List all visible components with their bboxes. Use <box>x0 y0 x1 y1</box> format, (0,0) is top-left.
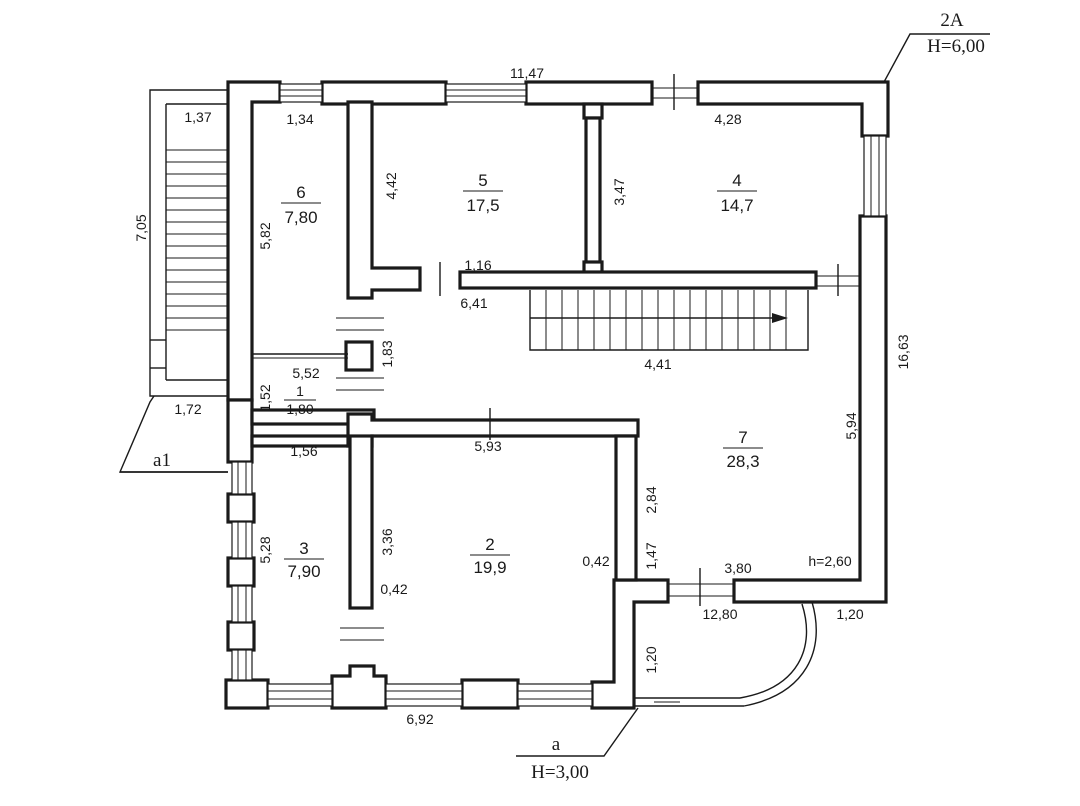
wall-left-pier-b <box>226 556 256 588</box>
dim-label: h=2,60 <box>808 553 851 569</box>
dim-label: 4,28 <box>714 111 741 127</box>
window-left-d <box>231 649 253 681</box>
wall-left-lower <box>226 398 254 464</box>
wall-interior-2-7 <box>614 434 638 582</box>
svg-text:17,5: 17,5 <box>466 196 499 215</box>
room-3: 3 7,90 <box>284 539 324 581</box>
dim-label: 3,47 <box>611 178 627 205</box>
dim-label: 11,47 <box>510 65 544 81</box>
wall-top-mid-b <box>524 80 654 106</box>
dim-label: 1,37 <box>184 109 211 125</box>
svg-text:5: 5 <box>478 171 487 190</box>
svg-text:7,80: 7,80 <box>284 208 317 227</box>
dim-label: 0,42 <box>582 553 609 569</box>
wall-interior-5-4 <box>582 102 604 120</box>
leader-bottom-height: H=3,00 <box>531 762 589 783</box>
dim-label: 12,80 <box>702 606 737 622</box>
room-labels: 1 1,80 2 19,9 3 7,90 4 14,7 5 17,5 6 7,8… <box>281 171 763 581</box>
room-7: 7 28,3 <box>723 428 763 471</box>
leader-top-right-height: H=6,00 <box>927 36 985 57</box>
wall-bottom-pier-b <box>460 678 520 710</box>
svg-text:2: 2 <box>485 535 494 554</box>
dim-label: 1,34 <box>286 111 313 127</box>
dim-label: 4,41 <box>644 356 671 372</box>
leaders <box>118 33 990 757</box>
room-2: 2 19,9 <box>470 535 510 577</box>
svg-text:14,7: 14,7 <box>720 196 753 215</box>
dim-label: 6,92 <box>406 711 433 727</box>
interior-stair <box>529 290 809 351</box>
window-bottom-c <box>517 683 593 707</box>
dim-label: 1,47 <box>643 542 659 569</box>
wall-bottom-left-corner <box>224 678 270 710</box>
dim-label: 6,41 <box>460 295 487 311</box>
dim-label: 5,52 <box>292 365 319 381</box>
wall-column <box>344 340 374 372</box>
dim-label: 3,80 <box>724 560 751 576</box>
leader-bottom-label: a <box>552 734 561 755</box>
stair-arrow <box>772 313 788 323</box>
exterior-stair <box>149 89 228 397</box>
svg-text:28,3: 28,3 <box>726 452 759 471</box>
window-right <box>863 135 887 217</box>
dim-label: 16,63 <box>895 334 911 369</box>
wall-room1-bottom <box>250 408 376 426</box>
window-top-b <box>445 83 527 103</box>
dim-label: 7,05 <box>133 214 149 241</box>
leader-left-label: a1 <box>153 450 171 471</box>
dim-label: 1,20 <box>836 606 863 622</box>
leader-labels: 2A H=6,00 a1 a H=3,00 <box>153 10 985 783</box>
svg-text:6: 6 <box>296 183 305 202</box>
dim-label: 4,42 <box>383 172 399 199</box>
wall-interior-6-5 <box>346 100 422 300</box>
wall-left-pier-a <box>226 492 256 524</box>
room-1: 1 1,80 <box>284 383 316 417</box>
windows <box>231 74 887 707</box>
room-5: 5 17,5 <box>463 171 503 215</box>
window-left-c <box>231 585 253 623</box>
wall-bottom-right <box>590 578 670 710</box>
window-bottom-a <box>267 683 333 707</box>
wall-room3-top <box>250 434 350 448</box>
wall-interior-5-4-post <box>584 116 602 270</box>
room-6: 6 7,80 <box>281 183 321 227</box>
wall-bottom-pier-a <box>330 664 388 710</box>
leader-top-right-label: 2A <box>940 10 964 31</box>
svg-text:1,80: 1,80 <box>286 401 313 417</box>
walls <box>224 80 890 710</box>
dim-label: 1,52 <box>257 384 273 411</box>
svg-text:3: 3 <box>299 539 308 558</box>
porch <box>634 601 817 707</box>
wall-top-right <box>696 80 890 138</box>
dim-label: 1,16 <box>464 257 491 273</box>
room-4: 4 14,7 <box>717 171 757 215</box>
svg-text:4: 4 <box>732 171 741 190</box>
svg-text:1: 1 <box>296 383 304 399</box>
window-top-a <box>279 83 323 103</box>
dim-label: 0,42 <box>380 581 407 597</box>
dim-label: 5,82 <box>257 222 273 249</box>
dim-label: 5,28 <box>257 536 273 563</box>
dim-label: 5,94 <box>843 412 859 439</box>
dim-label: 2,84 <box>643 486 659 513</box>
wall-left-pier-c <box>226 620 256 652</box>
dim-label: 1,83 <box>379 340 395 367</box>
window-bottom-b <box>385 683 463 707</box>
svg-text:7,90: 7,90 <box>287 562 320 581</box>
wall-top-mid-a <box>320 80 448 106</box>
dim-label: 1,20 <box>643 646 659 673</box>
dim-label: 5,93 <box>474 438 501 454</box>
svg-text:7: 7 <box>738 428 747 447</box>
wall-interior-5-4-bottom <box>458 270 818 290</box>
svg-text:19,9: 19,9 <box>473 558 506 577</box>
dim-label: 1,72 <box>174 401 201 417</box>
window-left-b <box>231 521 253 559</box>
dim-label: 3,36 <box>379 528 395 555</box>
window-left-a <box>231 461 253 495</box>
dim-label: 1,56 <box>290 443 317 459</box>
dimension-labels: 11,47 1,37 1,34 4,28 4,42 3,47 7,05 5,82… <box>133 65 911 727</box>
wall-interior-3-2 <box>348 434 374 610</box>
